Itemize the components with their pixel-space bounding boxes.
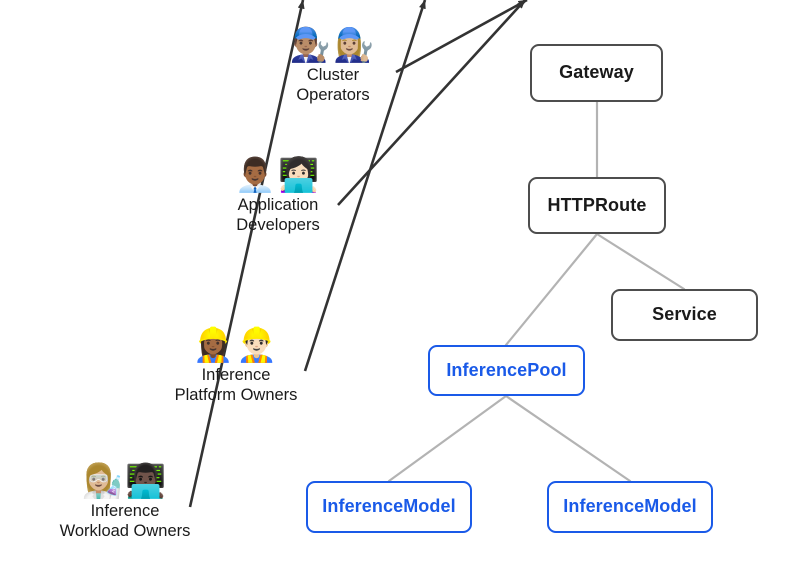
node-inferencemodel-2-label: InferenceModel bbox=[563, 496, 697, 517]
edge-httproute-service bbox=[595, 232, 686, 291]
node-inferencemodel-1-label: InferenceModel bbox=[322, 496, 456, 517]
node-httproute-label: HTTPRoute bbox=[547, 194, 647, 215]
actor-cluster-operators: 👨🏽‍🔧👩🏼‍🔧 Cluster Operators bbox=[253, 25, 413, 105]
inference-platform-owners-emoji-icon: 👷🏾‍♀️👷🏻‍♂️ bbox=[192, 325, 280, 364]
edge-inferencepool-model-2 bbox=[504, 394, 632, 483]
actor-inference-platform-owners: 👷🏾‍♀️👷🏻‍♂️ Inference Platform Owners bbox=[155, 325, 317, 405]
node-gateway[interactable]: Gateway bbox=[530, 44, 663, 102]
inference-workload-owners-emoji-icon: 👩🏼‍🔬👨🏿‍💻 bbox=[81, 461, 169, 500]
actor-application-developers: 👨🏾‍💼👩🏻‍💻 Application Developers bbox=[198, 155, 358, 235]
node-inferencepool[interactable]: InferencePool bbox=[428, 345, 585, 396]
node-service-label: Service bbox=[652, 304, 717, 325]
arrow-cluster-operators-to-gateway bbox=[395, 0, 528, 74]
actor-inference-workload-owners: 👩🏼‍🔬👨🏿‍💻 Inference Workload Owners bbox=[41, 461, 209, 541]
edge-httproute-inferencepool bbox=[504, 232, 599, 347]
application-developers-label: Application Developers bbox=[236, 195, 320, 234]
application-developers-emoji-icon: 👨🏾‍💼👩🏻‍💻 bbox=[234, 155, 322, 194]
node-inferencemodel-1[interactable]: InferenceModel bbox=[306, 481, 472, 533]
node-inferencemodel-2[interactable]: InferenceModel bbox=[547, 481, 713, 533]
inference-workload-owners-label: Inference Workload Owners bbox=[59, 501, 191, 540]
cluster-operators-emoji-icon: 👨🏽‍🔧👩🏼‍🔧 bbox=[289, 25, 377, 64]
node-service[interactable]: Service bbox=[611, 289, 758, 341]
cluster-operators-label: Cluster Operators bbox=[296, 65, 370, 104]
edge-inferencepool-model-1 bbox=[387, 394, 508, 483]
node-httproute[interactable]: HTTPRoute bbox=[528, 177, 666, 234]
node-gateway-label: Gateway bbox=[559, 62, 634, 83]
inference-platform-owners-label: Inference Platform Owners bbox=[174, 365, 298, 404]
node-inferencepool-label: InferencePool bbox=[446, 359, 567, 380]
